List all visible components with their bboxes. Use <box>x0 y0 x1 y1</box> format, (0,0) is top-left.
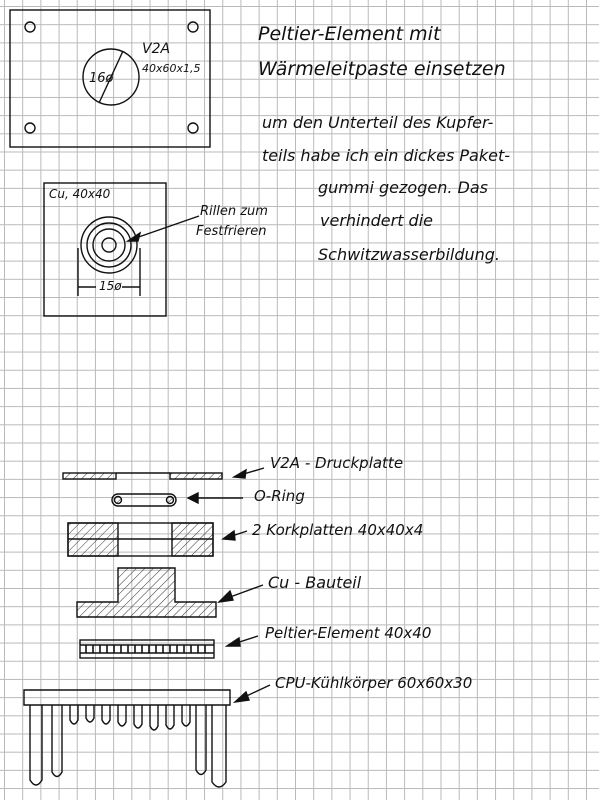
note-body-line5: Schwitzwasserbildung. <box>318 245 501 264</box>
grooves-pointer <box>129 215 200 241</box>
mount-hole-bottom-left <box>24 122 36 134</box>
cu-plate-drawing <box>43 182 200 317</box>
diameter-line <box>98 50 124 104</box>
cu-center-hole <box>101 237 117 253</box>
o-ring-part <box>111 491 243 507</box>
cu-dimension-label: 15ø <box>99 279 122 293</box>
cu-part-arrowhead <box>217 589 234 603</box>
mount-hole-top-right <box>187 21 199 33</box>
v2a-dimensions-label: 40x60x1,5 <box>142 62 201 75</box>
pressure-plate-arrowhead <box>231 468 247 479</box>
heatsink-part <box>23 684 271 788</box>
label-pressure-plate: V2A - Druckplatte <box>270 454 404 472</box>
o-ring-arrowhead <box>186 491 199 505</box>
heatsink-arrowhead <box>232 690 250 704</box>
grooves-label-line1: Rillen zum <box>200 204 268 219</box>
cu-plate-material-label: Cu, 40x40 <box>49 187 111 201</box>
peltier-outline <box>79 639 215 659</box>
note-body-line4: verhindert die <box>320 211 433 230</box>
pressure-plate-left <box>62 472 117 480</box>
pressure-plate-part <box>62 467 265 480</box>
label-heatsink: CPU-Kühlkörper 60x60x30 <box>275 674 473 692</box>
note-title-line1: Peltier-Element mit <box>258 23 441 45</box>
v2a-material-label: V2A <box>142 41 171 57</box>
cu-part-body <box>76 567 217 618</box>
peltier-part <box>79 635 259 659</box>
center-hole <box>82 48 140 106</box>
groove-ring-middle <box>86 222 132 268</box>
v2a-hole-diameter-label: 16ø <box>89 71 114 86</box>
o-ring-section-left <box>113 495 123 505</box>
cu-plate-outline <box>43 182 167 317</box>
label-o-ring: O-Ring <box>254 487 305 505</box>
label-cork-plates: 2 Korkplatten 40x40x4 <box>252 521 424 539</box>
grooves-arrowhead <box>125 231 142 242</box>
o-ring-body <box>111 493 177 507</box>
heatsink-fins <box>29 705 227 788</box>
cork-plates-part <box>67 522 248 557</box>
label-cu-part: Cu - Bauteil <box>268 573 362 592</box>
pressure-plate-right <box>169 472 223 480</box>
note-body-line1: um den Unterteil des Kupfer- <box>262 113 494 132</box>
mount-hole-top-left <box>24 21 36 33</box>
note-body-line3: gummi gezogen. Das <box>318 178 488 197</box>
cork-arrowhead <box>221 529 236 541</box>
o-ring-section-right <box>165 495 175 505</box>
peltier-arrowhead <box>224 636 241 647</box>
mount-hole-bottom-right <box>187 122 199 134</box>
groove-ring-inner <box>92 228 126 262</box>
peltier-cells <box>85 645 206 653</box>
note-body-line2: teils habe ich ein dickes Paket- <box>262 146 510 165</box>
grooves-label-line2: Festfrieren <box>196 224 267 239</box>
label-peltier: Peltier-Element 40x40 <box>265 624 432 642</box>
exploded-stack <box>23 467 271 788</box>
cu-part <box>76 567 264 618</box>
heatsink-base <box>23 689 231 706</box>
groove-ring-outer <box>80 216 138 274</box>
note-title-line2: Wärmeleitpaste einsetzen <box>258 58 506 80</box>
v2a-plate-outline <box>9 9 211 148</box>
v2a-plate-drawing <box>9 9 211 148</box>
